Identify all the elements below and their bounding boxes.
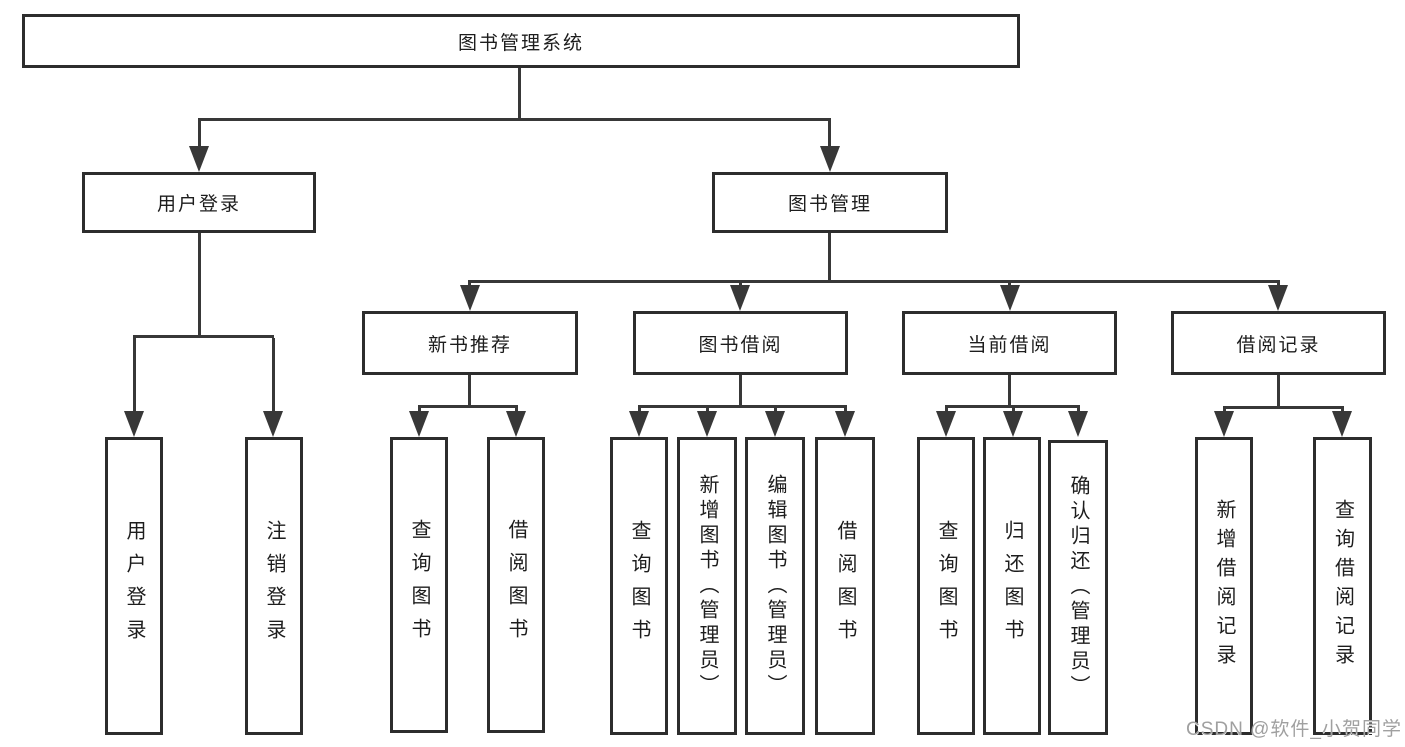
arrow-down-icon [820,146,840,172]
arrow-down-icon [1068,411,1088,437]
arrow-down-icon [1214,411,1234,437]
connector-line [468,280,1280,283]
connector-line [468,375,471,405]
connector-line [739,280,742,286]
node-library-system: 图书管理系统 [22,14,1020,68]
leaf-br-add-record: 新增借阅记录 [1195,437,1253,735]
node-current-borrowing-label: 当前借阅 [967,334,1052,356]
leaf-nbr-borrow-books-label: 借阅图书 [505,519,527,651]
leaf-bb-add-books-admin-label: 新增图书（管理员） [696,473,718,699]
leaf-cb-confirm-return-admin-label: 确认归还（管理员） [1067,475,1089,700]
leaf-logout-login: 注销登录 [245,437,303,735]
arrow-down-icon [460,285,480,311]
node-user-login: 用户登录 [82,172,316,233]
leaf-bb-edit-books-admin: 编辑图书（管理员） [745,437,805,735]
connector-line [133,338,136,412]
arrow-down-icon [1000,285,1020,311]
leaf-cb-query-books: 查询图书 [917,437,975,735]
connector-line [198,121,201,147]
connector-line [1012,405,1015,412]
arrow-down-icon [697,411,717,437]
leaf-bb-query-books-label: 查询图书 [628,520,650,652]
arrow-down-icon [835,411,855,437]
connector-line [945,405,948,412]
leaf-nbr-borrow-books: 借阅图书 [487,437,545,733]
connector-line [638,405,846,408]
arrow-down-icon [1003,411,1023,437]
node-book-borrowing: 图书借阅 [633,311,848,375]
connector-line [515,405,518,412]
connector-line [638,405,641,412]
leaf-bb-edit-books-admin-label: 编辑图书（管理员） [764,473,786,699]
leaf-bb-add-books-admin: 新增图书（管理员） [677,437,737,735]
arrow-down-icon [1332,411,1352,437]
leaf-logout-login-label: 注销登录 [263,520,285,652]
arrow-down-icon [730,285,750,311]
connector-line [739,375,742,405]
connector-line [468,280,471,286]
connector-line [133,335,274,338]
connector-line [774,405,777,412]
leaf-nbr-query-books: 查询图书 [390,437,448,733]
leaf-bb-borrow-books: 借阅图书 [815,437,875,735]
leaf-cb-return-books: 归还图书 [983,437,1041,735]
connector-line [518,68,521,121]
leaf-user-login: 用户登录 [105,437,163,735]
node-book-borrowing-label: 图书借阅 [698,334,783,356]
leaf-cb-confirm-return-admin: 确认归还（管理员） [1048,440,1108,735]
connector-line [1341,406,1344,412]
csdn-watermark: CSDN @软件_小贺同学 [1186,719,1402,740]
arrow-down-icon [765,411,785,437]
node-new-book-recommend: 新书推荐 [362,311,578,375]
arrow-down-icon [629,411,649,437]
arrow-down-icon [506,411,526,437]
node-borrowing-records: 借阅记录 [1171,311,1386,375]
connector-line [828,121,831,147]
node-borrowing-records-label: 借阅记录 [1236,334,1321,356]
connector-line [1077,405,1080,412]
arrow-down-icon [189,146,209,172]
node-library-system-label: 图书管理系统 [457,32,584,54]
connector-line [198,118,831,121]
connector-line [1223,406,1226,412]
leaf-cb-return-books-label: 归还图书 [1001,520,1023,652]
connector-line [272,338,275,412]
leaf-br-add-record-label: 新增借阅记录 [1213,499,1235,673]
connector-line [198,233,201,335]
connector-line [418,405,517,408]
node-book-management: 图书管理 [712,172,948,233]
connector-line [828,233,831,280]
connector-line [1277,375,1280,406]
leaf-br-query-record-label: 查询借阅记录 [1331,499,1354,673]
leaf-bb-query-books: 查询图书 [610,437,668,735]
connector-line [418,405,421,412]
node-current-borrowing: 当前借阅 [902,311,1117,375]
node-new-book-recommend-label: 新书推荐 [427,334,512,356]
leaf-br-query-record: 查询借阅记录 [1313,437,1372,735]
arrow-down-icon [263,411,283,437]
leaf-cb-query-books-label: 查询图书 [935,520,957,652]
arrow-down-icon [1268,285,1288,311]
connector-line [706,405,709,412]
arrow-down-icon [409,411,429,437]
connector-line [1277,280,1280,286]
connector-line [1008,375,1011,405]
arrow-down-icon [124,411,144,437]
connector-line [844,405,847,412]
leaf-bb-borrow-books-label: 借阅图书 [834,520,856,652]
node-book-management-label: 图书管理 [787,194,872,215]
arrow-down-icon [936,411,956,437]
leaf-user-login-label: 用户登录 [123,520,145,652]
node-user-login-label: 用户登录 [156,194,241,215]
leaf-nbr-query-books-label: 查询图书 [408,519,430,651]
connector-line [1008,280,1011,286]
connector-line [1223,406,1344,409]
